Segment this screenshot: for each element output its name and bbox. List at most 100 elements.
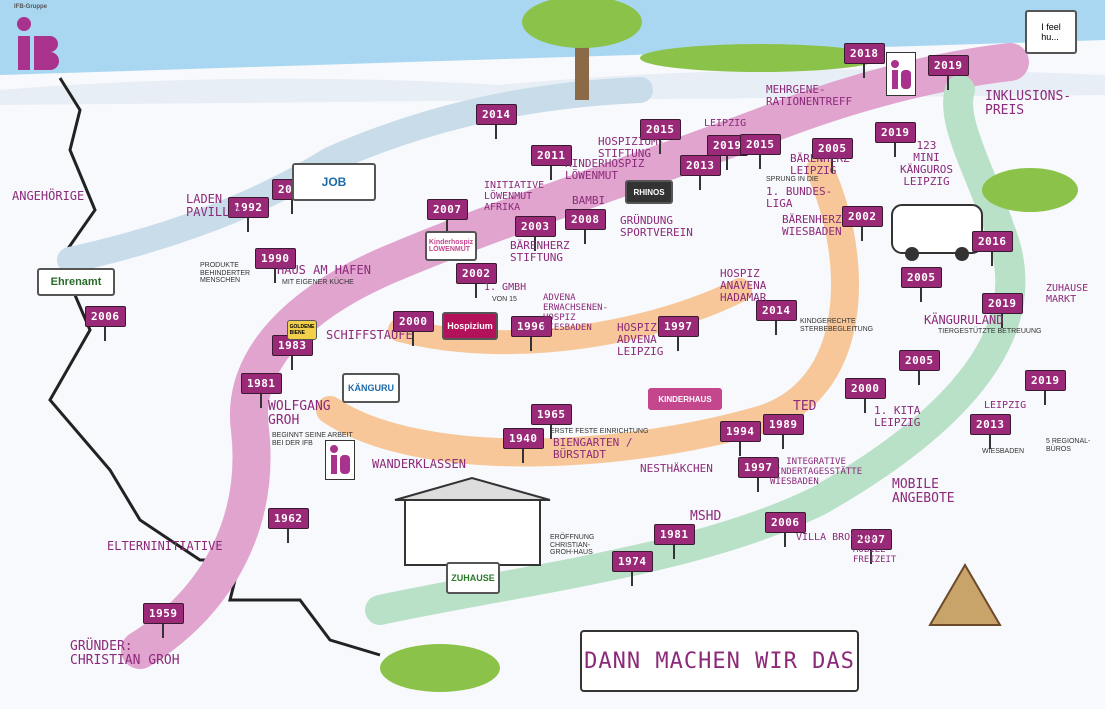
logo-caption: IFB-Gruppe (14, 4, 47, 10)
year-sign: 2015 (740, 134, 781, 169)
label-advena-wiesbaden: ADVENA ERWACHSENEN- HOSPIZ WIESBADEN (543, 293, 609, 333)
label-baerenherz-leipzig: BÄRENHERZ LEIPZIG (790, 152, 850, 178)
year-sign: 1981 (654, 524, 695, 559)
label-gruendung-sportverein: GRÜNDUNG SPORTVEREIN (620, 214, 693, 240)
banner-text: DANN MACHEN WIR DAS (584, 648, 855, 674)
path-blue (57, 77, 653, 273)
tree-illustration (522, 0, 642, 100)
i-feel-card: I feel hu... (1025, 10, 1077, 54)
year-sign: 2005 (899, 350, 940, 385)
label-initiative-loewenmut: INITIATIVE LÖWENMUT AFRIKA (484, 180, 545, 213)
year-sign: 1992 (228, 197, 269, 232)
year-sign: 2019 (875, 122, 916, 157)
year-sign: 1981 (241, 373, 282, 408)
year-sign: 2016 (972, 231, 1013, 266)
label-regional-bueros: 5 REGIONAL- BÜROS (1046, 438, 1091, 453)
label-hospiz-advena-leipzig: HOSPIZ ADVENA LEIPZIG (617, 321, 664, 359)
year-sign: 1989 (763, 414, 804, 449)
label-kinderhospiz-loewenmut: KINDERHOSPIZ LÖWENMUT (565, 157, 645, 183)
year-sign: 2015 (640, 119, 681, 154)
year-sign: 1940 (503, 428, 544, 463)
label-hospizium-stiftung: HOSPIZIUM- STIFTUNG (598, 135, 665, 161)
label-eroeffnung: ERÖFFNUNG CHRISTIAN- GROH-HAUS (550, 534, 595, 557)
label-wolfgang-groh: WOLFGANG GROH (268, 399, 331, 429)
year-sign: 1997 (738, 457, 779, 492)
label-haus-am-hafen-sub: MIT EIGENER KÜCHE (282, 279, 354, 286)
label-kindgerechte: KINDGERECHTE STERBEBEGLEITUNG (800, 318, 874, 333)
bush-bottom (380, 644, 500, 692)
year-sign: 2019 (982, 293, 1023, 328)
label-erste-einrichtung: ERSTE FESTE EINRICHTUNG (550, 428, 649, 435)
label-kaenguruland-sub: TIERGESTÜTZTE BETREUUNG (938, 328, 1042, 335)
label-leipzig-right: LEIPZIG (984, 400, 1027, 411)
label-haus-am-hafen: HAUS AM HAFEN (277, 263, 371, 277)
year-sign: 2002 (456, 263, 497, 298)
label-gmbh-sub: VON 15 (492, 296, 517, 303)
label-schiffstaufe: SCHIFFSTAUFE (326, 328, 413, 342)
year-sign: 1983 (272, 335, 313, 370)
year-sign: 2006 (765, 512, 806, 547)
label-leipzig-top: LEIPZIG (704, 118, 747, 129)
building-illustration (394, 476, 551, 566)
kinderhospiz-card: Kinderhospiz LÖWENMUT (425, 231, 477, 261)
label-mehrgenerationentreff: MEHRGENE- RATIONENTREFF (766, 83, 853, 109)
year-sign: 2005 (901, 267, 942, 302)
year-sign: 2000 (393, 311, 434, 346)
label-laden-pavillon: LADEN PAVILLON (186, 192, 244, 220)
year-sign: 1990 (255, 248, 296, 283)
label-inklusionspreis: INKLUSIONS- PREIS (985, 89, 1072, 119)
label-wanderklassen: WANDERKLASSEN (372, 457, 466, 471)
ifb-logo-sign (325, 440, 355, 480)
label-baerenherz-wiesbaden: BÄRENHERZ WIESBADEN (782, 213, 842, 239)
label-erste-kita: 1. KITA LEIPZIG (874, 404, 921, 430)
year-sign: 2019 (928, 55, 969, 90)
year-sign: 1962 (268, 508, 309, 543)
label-bundesliga-sub: SPRUNG IN DIE (766, 176, 819, 183)
label-produkte: PRODUKTE BEHINDERTER MENSCHEN (200, 262, 251, 285)
ehrenamt-card: Ehrenamt (37, 268, 115, 296)
ifb-logo-sign-top (886, 52, 916, 96)
label-integrative: 1. INTEGRATIVE KINDERTAGESSTÄTTE WIESBAD… (770, 457, 863, 487)
year-sign: 2006 (85, 306, 126, 341)
label-mobile-angebote: MOBILE ANGEBOTE (892, 477, 955, 507)
label-zuhause-markt: ZUHAUSE MARKT (1046, 283, 1089, 305)
year-sign: 2003 (515, 216, 556, 251)
crack (48, 77, 381, 657)
label-villa-brosius: VILLA BROSIUS (796, 532, 875, 543)
label-bambi: BAMBI (572, 194, 606, 207)
trees-top (640, 44, 880, 72)
label-nesthaekchen: NESTHÄKCHEN (640, 462, 713, 475)
label-mshd: MSHD (690, 509, 722, 524)
year-sign: 1997 (658, 316, 699, 351)
label-angehoerige: ANGEHÖRIGE (12, 189, 85, 203)
year-sign: 2014 (476, 104, 517, 139)
path-pink (121, 43, 1029, 669)
year-sign: 2018 (844, 43, 885, 78)
year-sign: 2005 (812, 138, 853, 173)
label-kaenguruland: KÄNGURULAND (924, 313, 1004, 327)
job-card: JOB (292, 163, 376, 201)
year-sign: 2008 (565, 209, 606, 244)
year-sign: 2019 (1025, 370, 1066, 405)
label-gruender: GRÜNDER: CHRISTIAN GROH (70, 639, 180, 669)
year-sign: 2014 (756, 300, 797, 335)
label-wolfgang-groh-sub: BEGINNT SEINE ARBEIT BEI DER IFB (272, 432, 353, 447)
year-sign: 1974 (612, 551, 653, 586)
label-elterninitiative: ELTERNINITIATIVE (107, 539, 223, 553)
final-banner: DANN MACHEN WIR DAS (580, 630, 859, 692)
year-sign: 2002 (842, 206, 883, 241)
year-sign: 1994 (720, 421, 761, 456)
year-sign: 2013 (970, 414, 1011, 449)
label-hospiz-anavena: HOSPIZ ANAVENA HADAMAR (720, 267, 767, 305)
year-sign: 2019 (707, 135, 748, 170)
label-gmbh: 1. GMBH (484, 282, 527, 293)
label-biengarten: BIENGARTEN / BÜRSTADT (553, 436, 633, 462)
rhinos-card: RHINOS (625, 180, 673, 204)
path-green (365, 75, 1026, 625)
label-kanguros: 123 MINI KÄNGUROS LEIPZIG (900, 139, 953, 189)
zuhause-card: ZUHAUSE (446, 562, 500, 594)
year-sign: 1959 (143, 603, 184, 638)
hut-illustration (928, 563, 1002, 626)
